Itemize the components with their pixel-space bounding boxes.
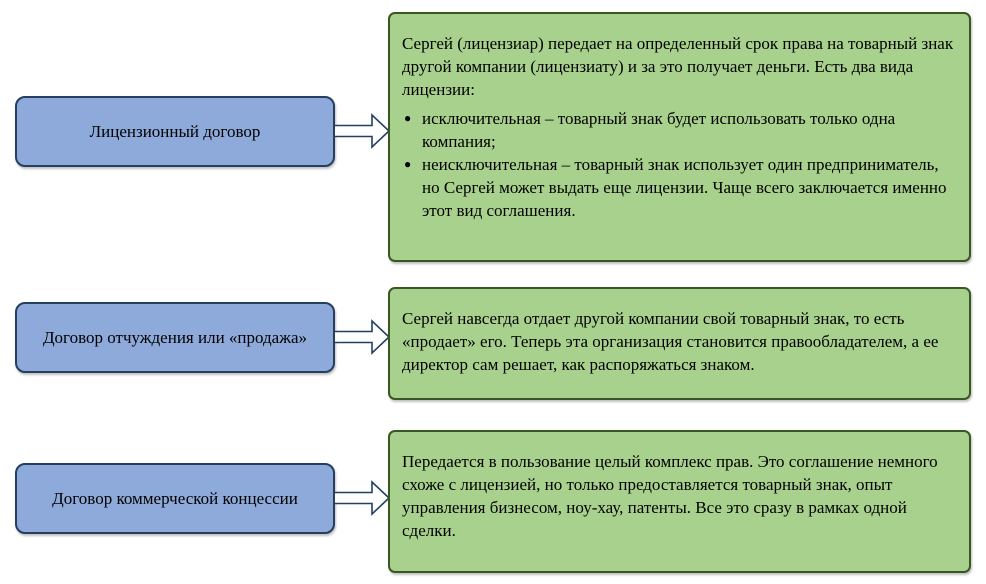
license-intro-text: Сергей (лицензиар) передает на определен… [402,32,959,101]
double-arrow-right-icon [335,480,391,516]
license-contract-description: Сергей (лицензиар) передает на определен… [388,12,971,262]
alienation-contract-description: Сергей навсегда отдает другой компании с… [388,287,971,400]
license-types-list: ● исключительная – товарный знак будет и… [402,107,959,222]
double-arrow-right-icon [335,319,391,355]
license-type-non-exclusive: неисключительная – товарный знак использ… [422,155,947,220]
concession-contract-description: Передается в пользование целый комплекс … [388,430,971,573]
alienation-text: Сергей навсегда отдает другой компании с… [402,307,959,376]
double-arrow-right-icon [335,113,391,149]
list-item: ● исключительная – товарный знак будет и… [422,107,959,153]
bullet-icon: ● [404,107,411,130]
license-contract-box: Лицензионный договор [15,96,335,167]
alienation-contract-label: Договор отчуждения или «продажа» [43,326,307,349]
concession-contract-box: Договор коммерческой концессии [15,463,335,534]
concession-text: Передается в пользование целый комплекс … [402,450,959,542]
concession-contract-label: Договор коммерческой концессии [52,487,298,510]
license-contract-label: Лицензионный договор [90,120,261,143]
bullet-icon: ● [404,153,411,176]
alienation-contract-box: Договор отчуждения или «продажа» [15,302,335,373]
license-type-exclusive: исключительная – товарный знак будет исп… [422,109,895,151]
list-item: ● неисключительная – товарный знак испол… [422,153,959,222]
